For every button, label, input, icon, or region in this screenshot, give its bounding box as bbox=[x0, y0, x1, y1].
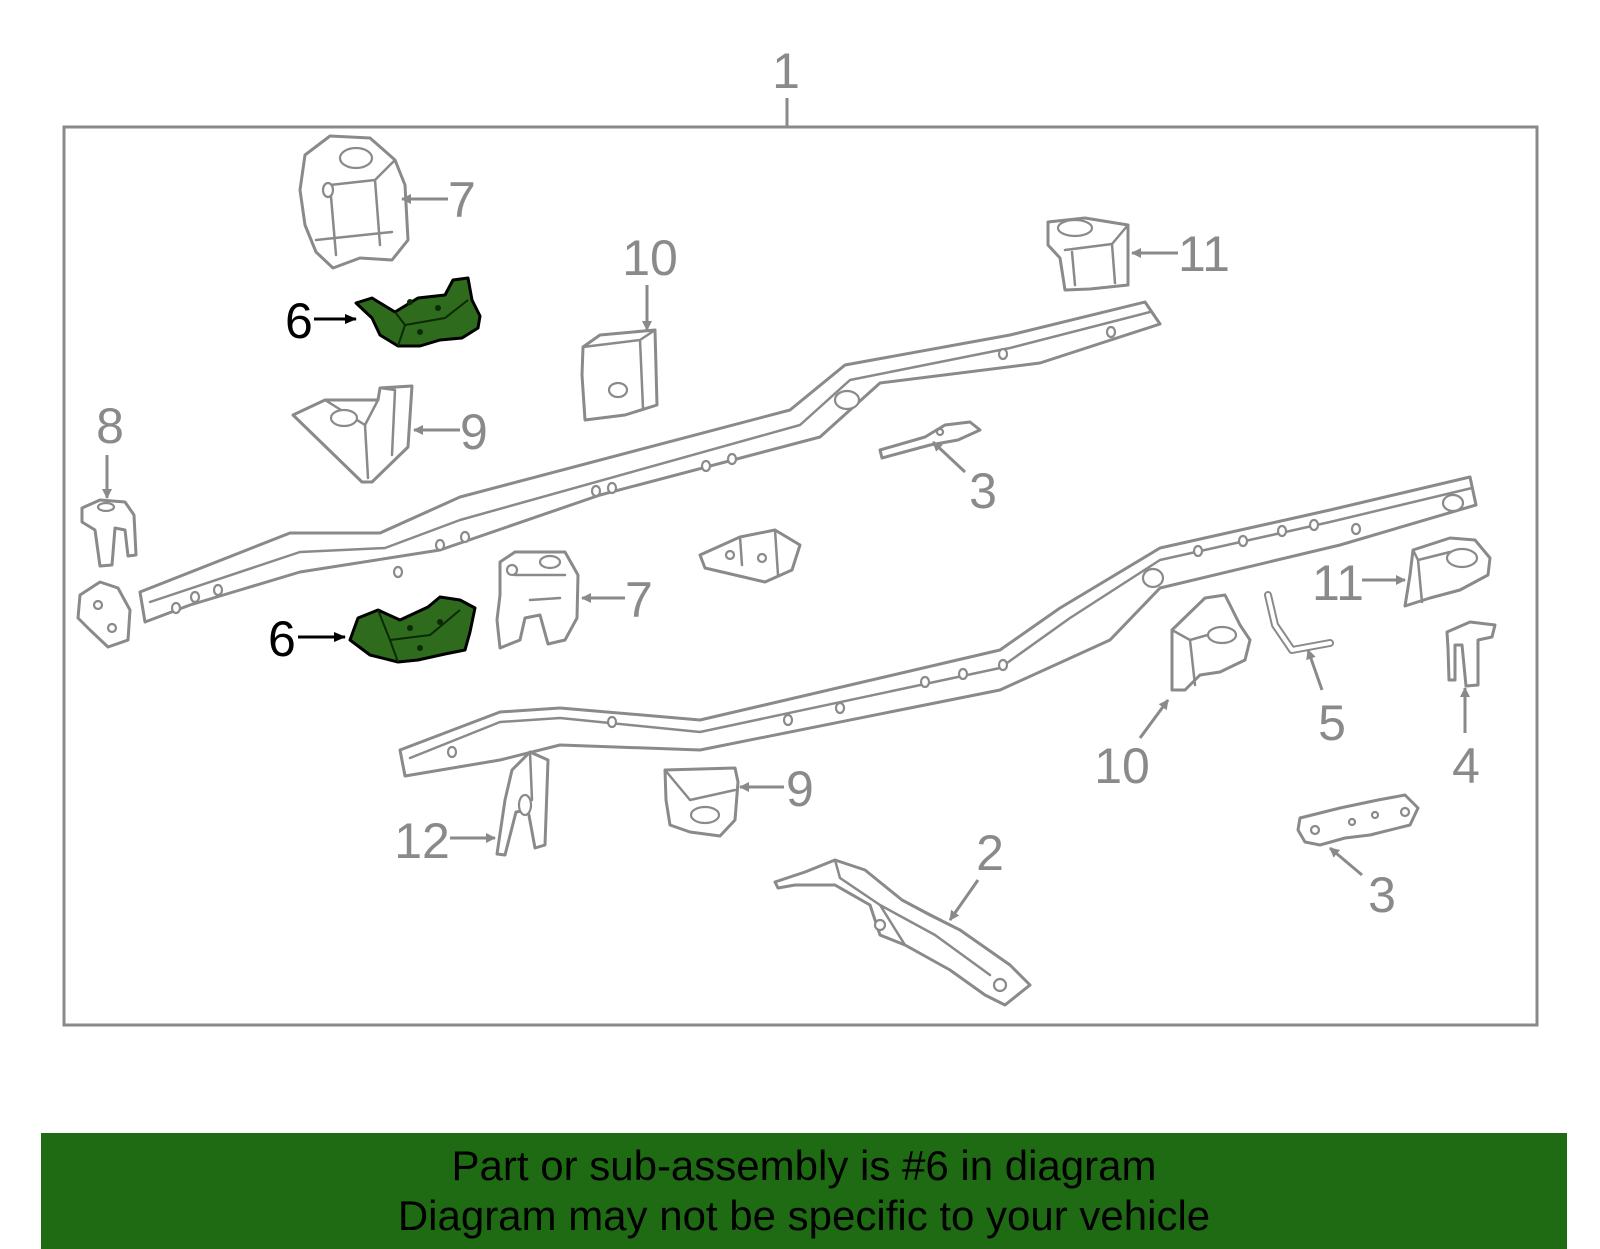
part-2 bbox=[773, 858, 1032, 1007]
callout-9-lower: 9 bbox=[786, 761, 814, 817]
part-8 bbox=[76, 455, 138, 649]
part-7-upper bbox=[298, 134, 448, 270]
callout-2: 2 bbox=[976, 825, 1004, 881]
callout-6-lower: 6 bbox=[268, 611, 296, 667]
frame-rail-left bbox=[138, 300, 1162, 624]
callout-11-upper: 11 bbox=[1178, 226, 1230, 282]
part-12 bbox=[450, 750, 550, 857]
part-6-upper bbox=[314, 276, 482, 348]
callout-6-upper: 6 bbox=[285, 293, 313, 349]
assembly-frame bbox=[62, 125, 1539, 1027]
callout-3-lower: 3 bbox=[1368, 867, 1396, 923]
callout-1: 1 bbox=[772, 43, 800, 99]
parts-diagram: 1 bbox=[62, 43, 1539, 1027]
part-10-upper bbox=[580, 285, 659, 422]
callout-7-lower: 7 bbox=[625, 572, 653, 628]
part-3-upper bbox=[878, 420, 982, 474]
part-11-lower bbox=[1362, 536, 1492, 608]
part-10-lower bbox=[1138, 593, 1252, 739]
part-9-lower bbox=[663, 766, 784, 838]
callout-9-upper: 9 bbox=[460, 404, 488, 460]
part-7-lower bbox=[495, 550, 625, 650]
callout-10-lower: 10 bbox=[1094, 738, 1150, 794]
part-4 bbox=[1445, 620, 1497, 733]
callout-4: 4 bbox=[1452, 738, 1480, 794]
callout-3-upper: 3 bbox=[969, 463, 997, 519]
callout-7-upper: 7 bbox=[448, 172, 476, 228]
banner-line-1: Part or sub-assembly is #6 in diagram bbox=[451, 1142, 1157, 1189]
callout-10-upper: 10 bbox=[622, 230, 678, 286]
banner-line-2: Diagram may not be specific to your vehi… bbox=[397, 1192, 1211, 1239]
callout-8: 8 bbox=[96, 398, 124, 454]
callout-5: 5 bbox=[1318, 695, 1346, 751]
callout-12: 12 bbox=[394, 813, 450, 869]
part-3-lower bbox=[1296, 793, 1420, 877]
info-banner: Part or sub-assembly is #6 in diagram Di… bbox=[41, 1133, 1567, 1249]
center-bracket bbox=[698, 528, 802, 584]
part-5 bbox=[1264, 591, 1334, 691]
frame-rail-right bbox=[398, 475, 1478, 778]
part-6-lower bbox=[298, 595, 477, 664]
callout-11-lower: 11 bbox=[1312, 555, 1364, 611]
part-11-upper bbox=[1046, 216, 1178, 292]
part-9-upper bbox=[291, 384, 460, 484]
